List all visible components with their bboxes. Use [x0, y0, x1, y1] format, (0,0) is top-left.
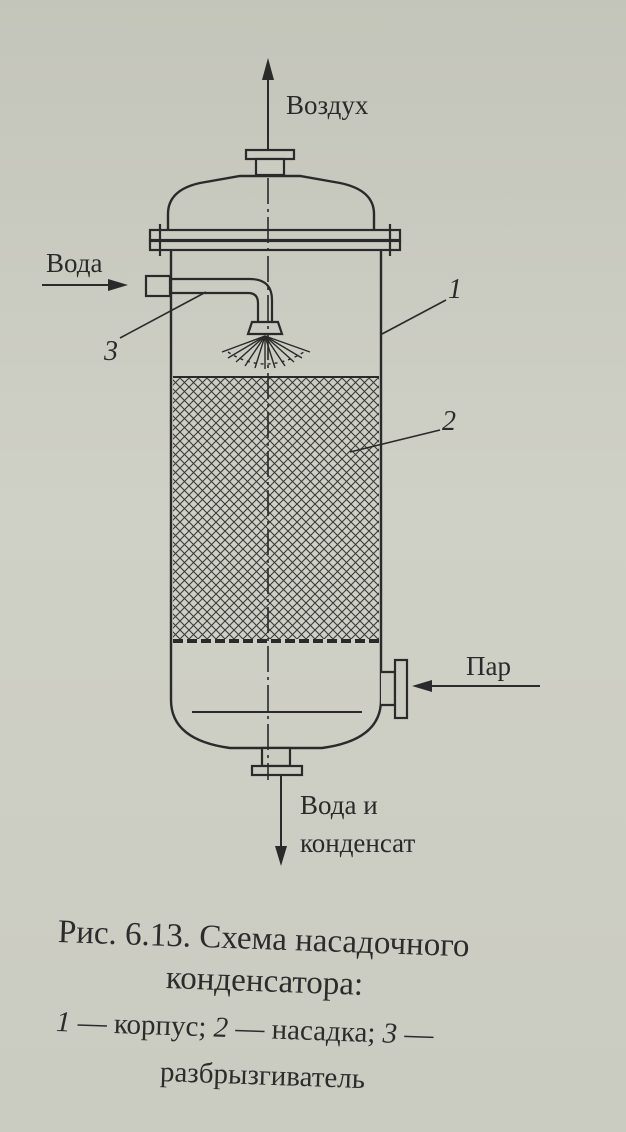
outlet-label-line1: Вода и: [300, 790, 378, 820]
top-nozzle: [244, 148, 296, 177]
outlet-label-line2: конденсат: [300, 828, 416, 858]
caption-title-cont: конденсатора:: [165, 960, 364, 1003]
steam-inlet-nozzle: [381, 658, 409, 720]
packing-2: [173, 377, 379, 639]
leader-1: [381, 299, 447, 335]
callout-2: 2: [442, 406, 456, 437]
bottom-nozzle: [250, 746, 304, 777]
callout-1: 1: [448, 274, 462, 305]
leader-2: [349, 429, 441, 453]
leader-3: [119, 291, 207, 339]
sprayer-pipe-3: [144, 274, 284, 336]
body-flange: [148, 224, 402, 256]
legend-num-1: 1: [55, 1006, 72, 1039]
legend-num-2: 2: [213, 1011, 229, 1045]
spray-fan: [221, 335, 311, 369]
callout-3: 3: [104, 336, 118, 367]
bottom-outlet-arrow: [275, 775, 287, 866]
air-label: Воздух: [286, 90, 369, 120]
top-head: [166, 174, 376, 230]
legend-text-1: — корпус;: [69, 1006, 215, 1044]
water-inlet-label: Вода: [46, 248, 103, 278]
steam-inlet-arrow: [412, 680, 540, 692]
caption-legend-cont: разбрызгиватель: [159, 1056, 366, 1096]
air-outlet-arrow: [262, 58, 274, 150]
steam-label: Пар: [466, 651, 511, 681]
water-inlet-arrow: [42, 279, 128, 291]
legend-text-2: — насадка;: [227, 1012, 384, 1050]
legend-text-3: —: [396, 1017, 435, 1052]
